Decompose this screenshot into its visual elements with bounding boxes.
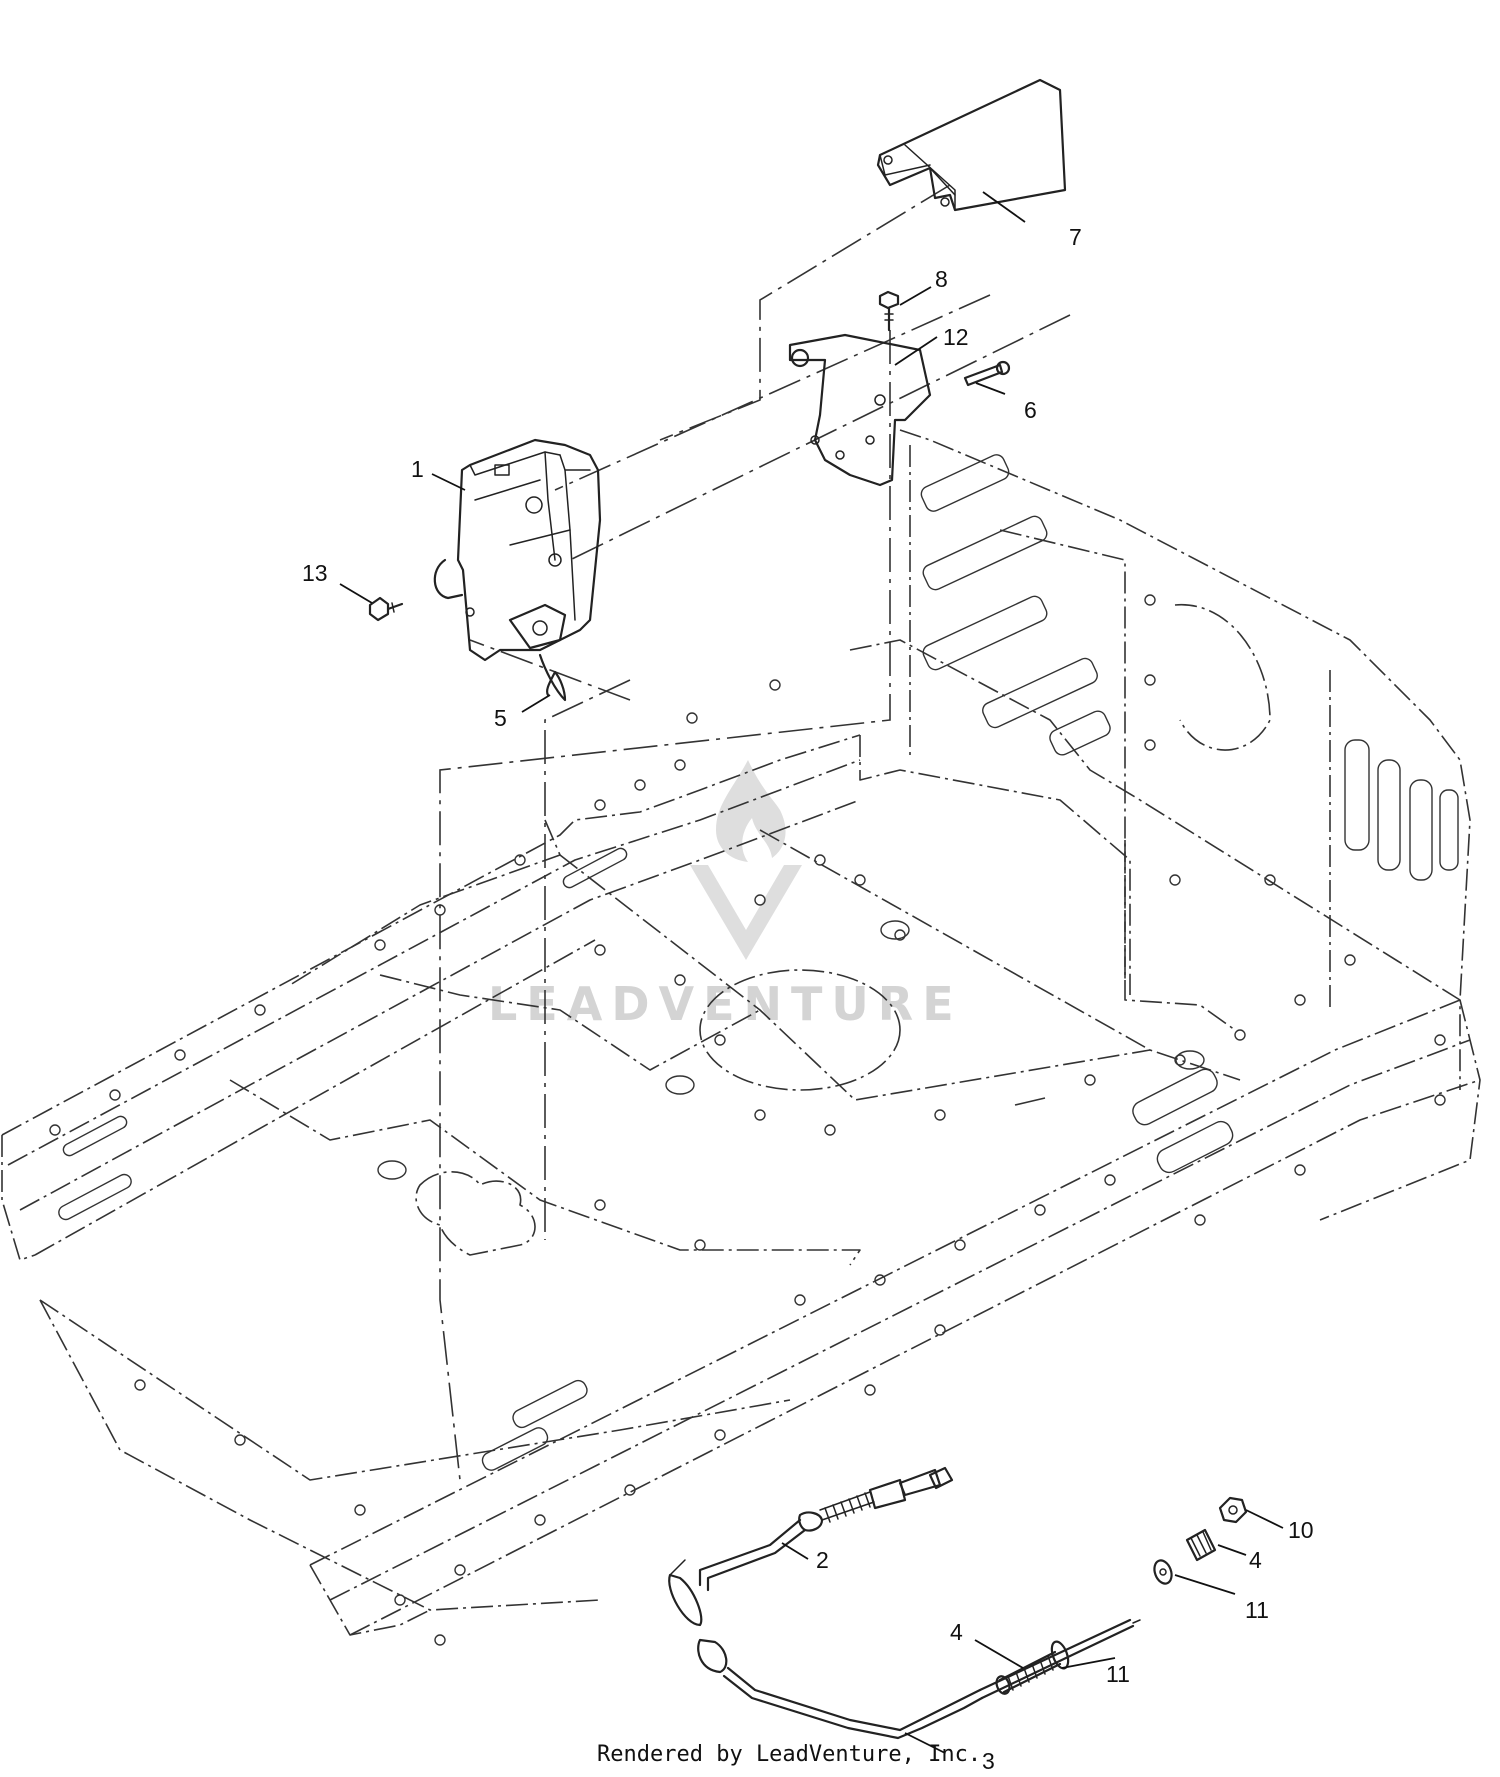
- callout-7: 7: [1069, 224, 1082, 250]
- part-11-washer: [1153, 1559, 1173, 1585]
- callout-11-rod-washer: 11: [1106, 1661, 1130, 1687]
- callout-3: 3: [982, 1748, 995, 1774]
- part-1-actuator: [433, 438, 602, 662]
- leader-lines: [339, 191, 1284, 1754]
- watermark-text: LEADVENTURE: [488, 977, 963, 1031]
- part-10-nut: [1218, 1496, 1248, 1524]
- callout-10: 10: [1288, 1517, 1314, 1543]
- callout-6: 6: [1024, 397, 1037, 423]
- callout-11-loose-washer: 11: [1245, 1597, 1269, 1623]
- callout-12: 12: [943, 324, 969, 350]
- part-6-pin: [963, 360, 1011, 387]
- part-4-spring: [1185, 1528, 1217, 1562]
- leadventure-watermark: LEADVENTURE: [488, 760, 963, 1031]
- part-2-cable: [668, 1466, 954, 1627]
- callout-1: 1: [411, 456, 424, 482]
- part-3-rod: [697, 1618, 1141, 1740]
- callout-4-loose-spring: 4: [1249, 1547, 1262, 1573]
- part-7-cover: [876, 78, 1067, 212]
- callout-5: 5: [494, 705, 507, 731]
- assembly-lines: [439, 184, 1071, 1481]
- rod-spring-assembly: [995, 1640, 1070, 1695]
- callout-8: 8: [935, 266, 948, 292]
- part-5-hairpin: [538, 653, 567, 702]
- callouts: 1 2 3 4 4 5 6 7 8 10 11 11 12 13: [302, 224, 1314, 1774]
- render-credit: Rendered by LeadVenture, Inc.: [597, 1742, 982, 1767]
- part-12-bracket: [788, 333, 932, 487]
- callout-4-rod-spring: 4: [950, 1619, 963, 1645]
- callout-13: 13: [302, 560, 328, 586]
- mower-frame: [1, 429, 1481, 1646]
- frame-holes: [49, 594, 1446, 1646]
- part-13-screw: [368, 596, 404, 622]
- part-8-bolt: [878, 290, 900, 332]
- callout-2: 2: [816, 1547, 829, 1573]
